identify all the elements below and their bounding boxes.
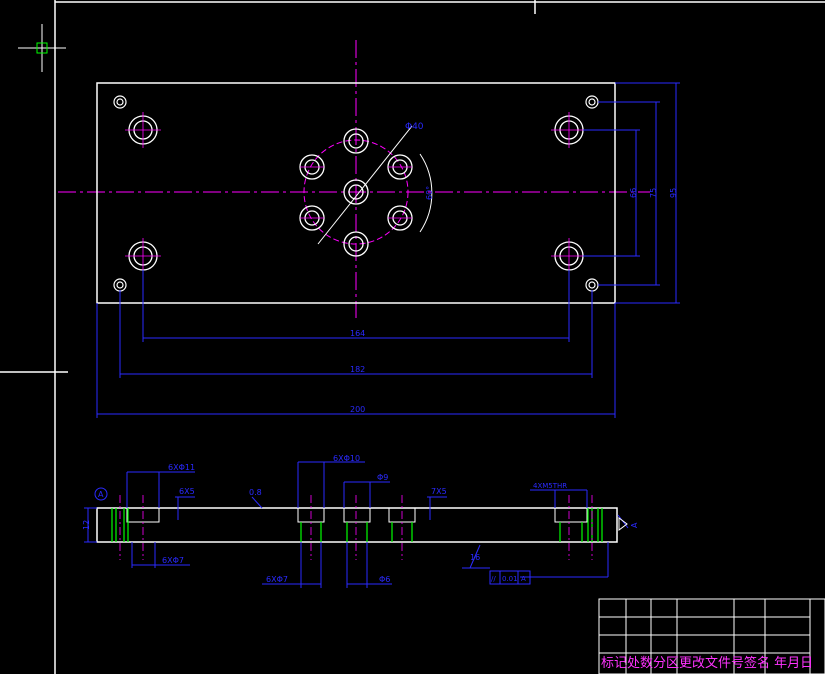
plan-view: Φ40 60° 164 182 200: [58, 40, 680, 418]
callout-12: 12: [82, 520, 91, 530]
angle-arc: [419, 153, 433, 233]
callout-16: 16: [470, 553, 480, 562]
dim-horizontal-182: 182: [350, 365, 365, 374]
section-hidden-lines: [111, 508, 603, 542]
plate-outline: [96, 82, 616, 304]
dim-vertical-75: 75: [649, 188, 658, 198]
tolerance-value: 0.01: [502, 575, 518, 583]
datum-triangle: [618, 517, 628, 531]
pcd-diameter-label: Φ40: [405, 122, 424, 132]
callout-6x-d11: 6XΦ11: [168, 463, 195, 472]
dim-horizontal-200: 200: [350, 405, 365, 414]
callout-6x5: 6X5: [179, 487, 195, 496]
tolerance-frame: [489, 570, 531, 585]
section-dimension-lines: [84, 461, 629, 588]
callout-d9: Φ9: [377, 473, 388, 482]
section-counterbores: [126, 507, 588, 523]
plan-centerlines: [58, 40, 650, 318]
section-outline: [96, 507, 618, 543]
dim-horizontal-164: 164: [350, 329, 365, 338]
dim-vertical-95: 95: [669, 188, 678, 198]
title-block: [598, 598, 825, 674]
tolerance-datum: A: [521, 575, 526, 583]
section-view: A // 0.01 A 6XΦ11 6X5 0.8 6XΦ10 Φ9 7X5 4…: [82, 454, 639, 588]
callout-0-8: 0.8: [249, 488, 262, 497]
callout-d6: Φ6: [379, 575, 390, 584]
pcd-circle: [303, 139, 409, 245]
tolerance-symbol: //: [491, 575, 496, 583]
callout-6x-d7-mid: 6XΦ7: [266, 575, 288, 584]
callout-7x5: 7X5: [431, 487, 447, 496]
callout-4x-m5thr: 4XM5THR: [533, 482, 567, 490]
dim-vertical-66: 66: [629, 188, 638, 198]
datum-circle: [94, 487, 108, 501]
title-block-header-row: 标记处数分区更改文件号签名 年月日: [601, 655, 813, 671]
horizontal-dimensions: [96, 270, 616, 418]
callout-6x-d7-left: 6XΦ7: [162, 556, 184, 565]
cad-crosshair-cursor-icon: [18, 24, 66, 72]
callout-6x-d10: 6XΦ10: [333, 454, 360, 463]
angle-label: 60°: [425, 186, 434, 200]
datum-marker-label: A: [98, 490, 104, 499]
vertical-dimensions: [583, 82, 680, 304]
datum-a-label: A: [630, 522, 639, 528]
